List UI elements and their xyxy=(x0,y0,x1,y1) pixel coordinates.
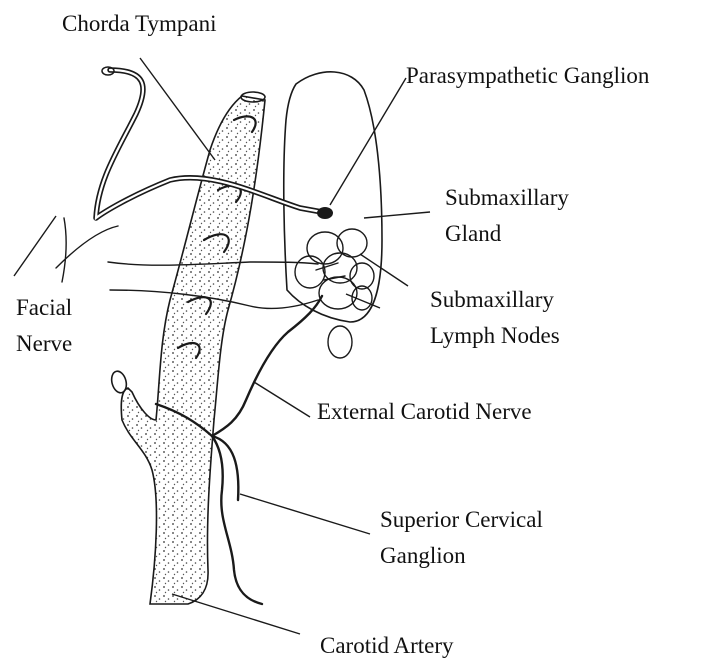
label-carotid-artery: Carotid Artery xyxy=(320,632,454,660)
label-superior-cervical-line1: Superior Cervical xyxy=(380,506,543,534)
carotid-artery xyxy=(121,96,265,604)
label-submaxillary-gland-line1: Submaxillary xyxy=(445,184,569,212)
label-parasympathetic-ganglion: Parasympathetic Ganglion xyxy=(406,62,649,90)
label-external-carotid-nerve: External Carotid Nerve xyxy=(317,398,532,426)
parasympathetic-ganglion xyxy=(317,207,333,219)
submaxillary-lymph-nodes xyxy=(295,229,374,358)
label-chorda-tympani: Chorda Tympani xyxy=(62,10,216,38)
label-lymph-nodes-line2: Lymph Nodes xyxy=(430,322,560,350)
label-superior-cervical-line2: Ganglion xyxy=(380,542,466,570)
label-submaxillary-gland-line2: Gland xyxy=(445,220,501,248)
label-facial-nerve-line2: Nerve xyxy=(16,330,72,358)
label-facial-nerve-line1: Facial xyxy=(16,294,72,322)
label-lymph-nodes-line1: Submaxillary xyxy=(430,286,554,314)
submaxillary-gland xyxy=(284,72,382,322)
